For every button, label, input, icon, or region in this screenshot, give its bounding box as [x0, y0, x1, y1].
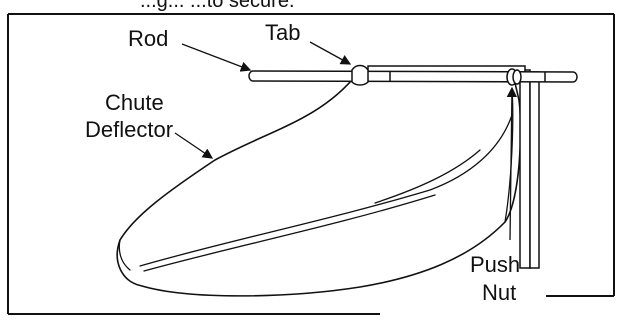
tab-label: Tab	[265, 20, 300, 45]
caption-text: ...g... ...to secure.	[140, 0, 295, 12]
mounting-bracket	[367, 65, 540, 269]
tab-leader	[309, 41, 352, 65]
push-nut	[506, 68, 522, 86]
chute-deflector-label-line1: Chute	[105, 90, 164, 115]
rod-leader	[181, 43, 252, 72]
chute-leader	[174, 132, 214, 159]
push-nut-leader	[506, 86, 518, 241]
push-nut-label-line2: Nut	[482, 280, 516, 305]
push-nut-label-line1: Push	[470, 252, 520, 277]
rod-label: Rod	[128, 26, 168, 51]
rod	[248, 70, 578, 83]
leader-lines	[174, 41, 518, 241]
diagram-frame	[7, 13, 615, 315]
chute-deflector-body	[116, 73, 522, 297]
tab	[351, 64, 369, 86]
chute-deflector-label-line2: Deflector	[85, 117, 173, 142]
